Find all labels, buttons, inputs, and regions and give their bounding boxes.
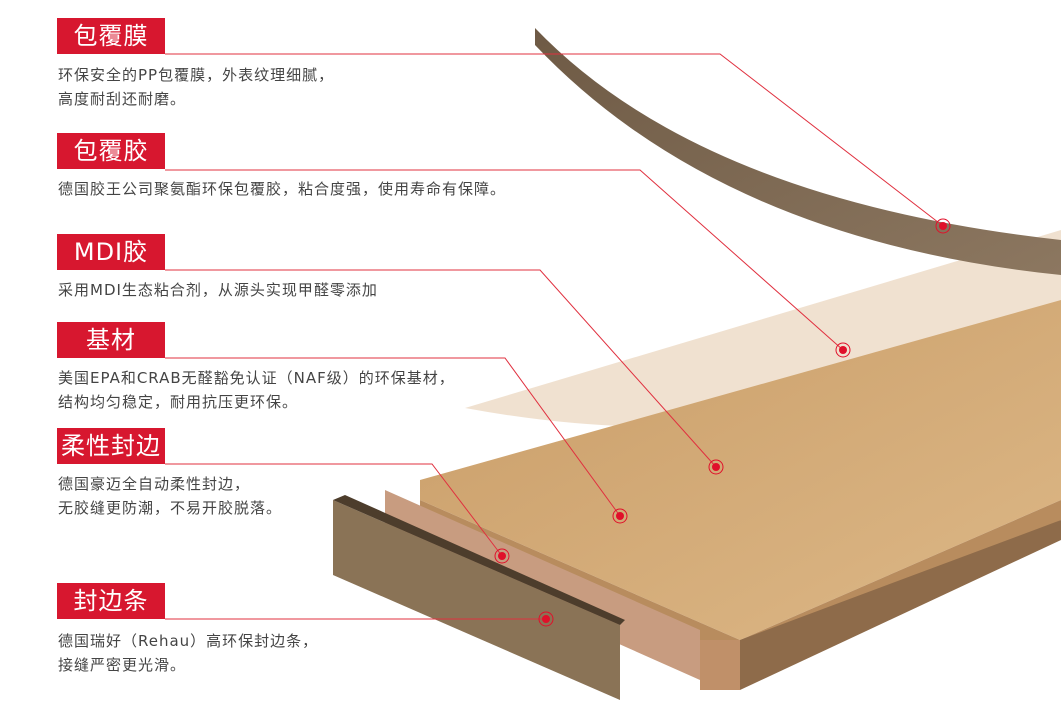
marker-dot: [708, 459, 724, 475]
desc-line: 德国胶王公司聚氨酯环保包覆胶，粘合度强，使用寿命有保障。: [58, 180, 507, 198]
marker-dot: [538, 611, 554, 627]
desc-line: 采用MDI生态粘合剂，从源头实现甲醛零添加: [58, 281, 378, 299]
layer-desc-edge-strip: 德国瑞好（Rehau）高环保封边条， 接缝严密更光滑。: [58, 629, 318, 677]
desc-line: 美国EPA和CRAB无醛豁免认证（NAF级）的环保基材，: [58, 369, 455, 387]
substrate-board: [420, 300, 1061, 640]
layer-desc-film: 环保安全的PP包覆膜，外表纹理细腻， 高度耐刮还耐磨。: [58, 63, 334, 111]
layer-desc-substrate: 美国EPA和CRAB无醛豁免认证（NAF级）的环保基材， 结构均匀稳定，耐用抗压…: [58, 366, 455, 414]
desc-line: 德国瑞好（Rehau）高环保封边条，: [58, 632, 319, 650]
layer-desc-mdi-glue: 采用MDI生态粘合剂，从源头实现甲醛零添加: [58, 278, 378, 302]
edge-strip: [333, 500, 620, 700]
layer-title-coating-glue: 包覆胶: [57, 133, 165, 169]
marker-dot: [494, 548, 510, 564]
top-film: [535, 28, 1061, 275]
layer-title-edge-strip: 封边条: [57, 583, 165, 619]
layer-title-film: 包覆膜: [57, 18, 165, 54]
layer-title-soft-edge: 柔性封边: [57, 428, 165, 464]
desc-line: 结构均匀稳定，耐用抗压更环保。: [58, 393, 299, 411]
layer-desc-soft-edge: 德国豪迈全自动柔性封边， 无胶缝更防潮，不易开胶脱落。: [58, 472, 282, 520]
desc-line: 高度耐刮还耐磨。: [58, 90, 187, 108]
layer-desc-coating-glue: 德国胶王公司聚氨酯环保包覆胶，粘合度强，使用寿命有保障。: [58, 177, 506, 201]
layer-title-substrate: 基材: [57, 322, 165, 358]
layer-title-mdi-glue: MDI胶: [57, 234, 165, 270]
marker-dot: [935, 218, 951, 234]
marker-dot: [612, 508, 628, 524]
marker-dot: [835, 342, 851, 358]
desc-line: 无胶缝更防潮，不易开胶脱落。: [58, 499, 283, 517]
desc-line: 德国豪迈全自动柔性封边，: [58, 475, 251, 493]
desc-line: 环保安全的PP包覆膜，外表纹理细腻，: [58, 66, 335, 84]
desc-line: 接缝严密更光滑。: [58, 656, 187, 674]
